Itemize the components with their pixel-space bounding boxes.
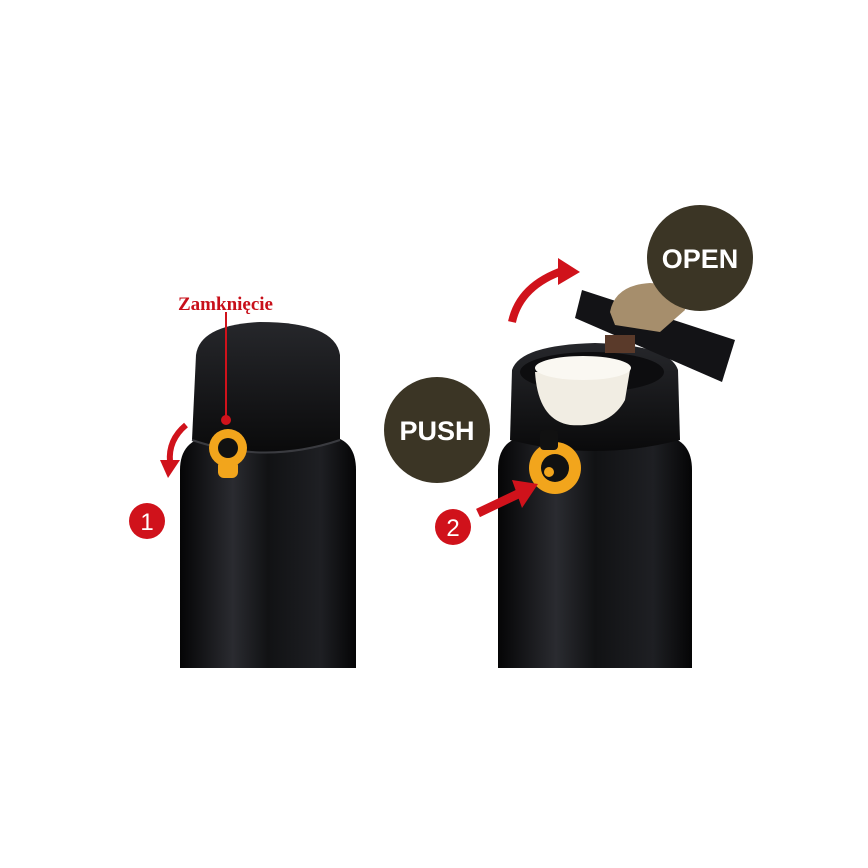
step-1-badge [129, 503, 165, 539]
open-label: OPEN [662, 244, 739, 274]
drinking-spout [535, 370, 630, 426]
rotate-arrow-icon [166, 422, 188, 463]
push-badge [384, 377, 490, 483]
step-2-badge [435, 509, 471, 545]
bottle-lid [192, 322, 340, 453]
lock-icon [529, 430, 581, 494]
bottle-body [498, 436, 692, 668]
open-arrow-icon [508, 266, 567, 323]
lock-label: Zamknięcie [178, 294, 273, 315]
bottle-body [180, 436, 356, 668]
step-1-number: 1 [140, 509, 153, 536]
step-2-number: 2 [446, 515, 459, 542]
closed-bottle: Zamknięcie 1 [129, 294, 356, 668]
open-bottle: 2 [435, 258, 735, 668]
push-arrow-icon [476, 488, 522, 518]
open-badge [647, 205, 753, 311]
push-label: PUSH [399, 416, 474, 446]
